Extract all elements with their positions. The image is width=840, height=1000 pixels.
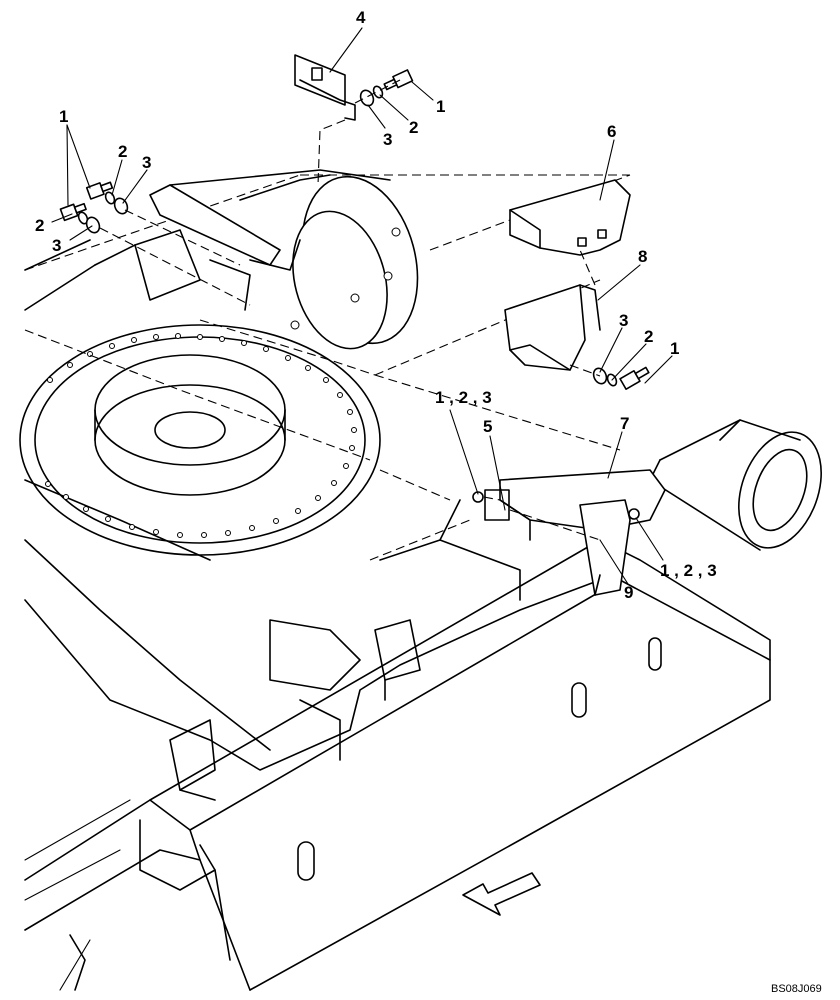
direction-arrow bbox=[462, 872, 541, 916]
callout-5: 5 bbox=[483, 417, 492, 436]
callout-labels: 4 1 2 3 1 2 3 2 3 6 8 3 2 1 1 , 2 , 3 5 … bbox=[35, 8, 822, 995]
callout-9: 9 bbox=[624, 583, 633, 602]
boom-foot-bracket bbox=[149, 169, 419, 350]
part-6-cover bbox=[509, 179, 631, 256]
callout-4: 4 bbox=[356, 8, 366, 27]
callout-2-left-a: 2 bbox=[118, 142, 127, 161]
callout-7: 7 bbox=[620, 414, 629, 433]
callout-6: 6 bbox=[607, 122, 616, 141]
callout-8: 8 bbox=[638, 247, 647, 266]
callout-1-top: 1 bbox=[436, 97, 445, 116]
hardware-left bbox=[59, 181, 251, 306]
callout-2-top: 2 bbox=[409, 118, 418, 137]
part-8-bracket bbox=[504, 249, 601, 371]
part-7-cover bbox=[484, 469, 666, 596]
hardware-top bbox=[354, 69, 414, 107]
callout-1-2-3-lower: 1 , 2 , 3 bbox=[660, 561, 717, 580]
drawing-code: BS08J069 bbox=[771, 983, 822, 995]
callout-2-left-b: 2 bbox=[35, 216, 44, 235]
callout-3-right: 3 bbox=[619, 311, 628, 330]
hardware-assembly bbox=[472, 491, 640, 520]
callout-2-right: 2 bbox=[644, 327, 653, 346]
callout-1-left: 1 bbox=[59, 107, 68, 126]
swing-bearing bbox=[19, 324, 381, 556]
callout-3-top: 3 bbox=[383, 130, 392, 149]
car-body-frame bbox=[24, 229, 822, 771]
leader-lines bbox=[51, 27, 673, 585]
hardware-right bbox=[569, 364, 650, 390]
bearing-bolt-holes bbox=[45, 333, 357, 538]
callout-1-2-3-upper: 1 , 2 , 3 bbox=[435, 388, 492, 407]
lower-frame bbox=[24, 539, 771, 991]
callout-3-left-a: 3 bbox=[142, 153, 151, 172]
callout-3-left-b: 3 bbox=[52, 236, 61, 255]
callout-1-right: 1 bbox=[670, 339, 679, 358]
part-4-cover bbox=[294, 54, 356, 186]
